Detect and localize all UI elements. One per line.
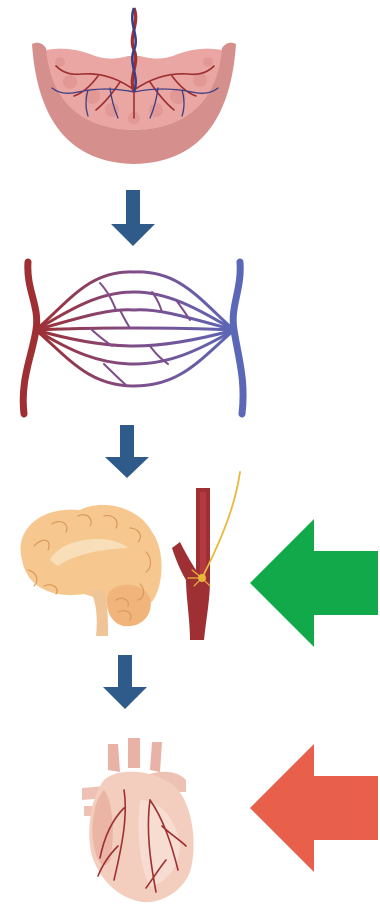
placenta-icon	[32, 8, 236, 164]
side-arrow-brain	[250, 519, 378, 647]
heart-icon	[82, 738, 194, 902]
carotid-artery-icon	[172, 472, 240, 640]
flow-arrow-2	[105, 425, 149, 478]
flow-arrow-1	[111, 190, 155, 246]
capillary-network-icon	[23, 262, 243, 414]
side-arrow-heart	[250, 744, 378, 872]
flow-arrow-3	[103, 655, 147, 709]
brain-icon	[21, 505, 162, 636]
